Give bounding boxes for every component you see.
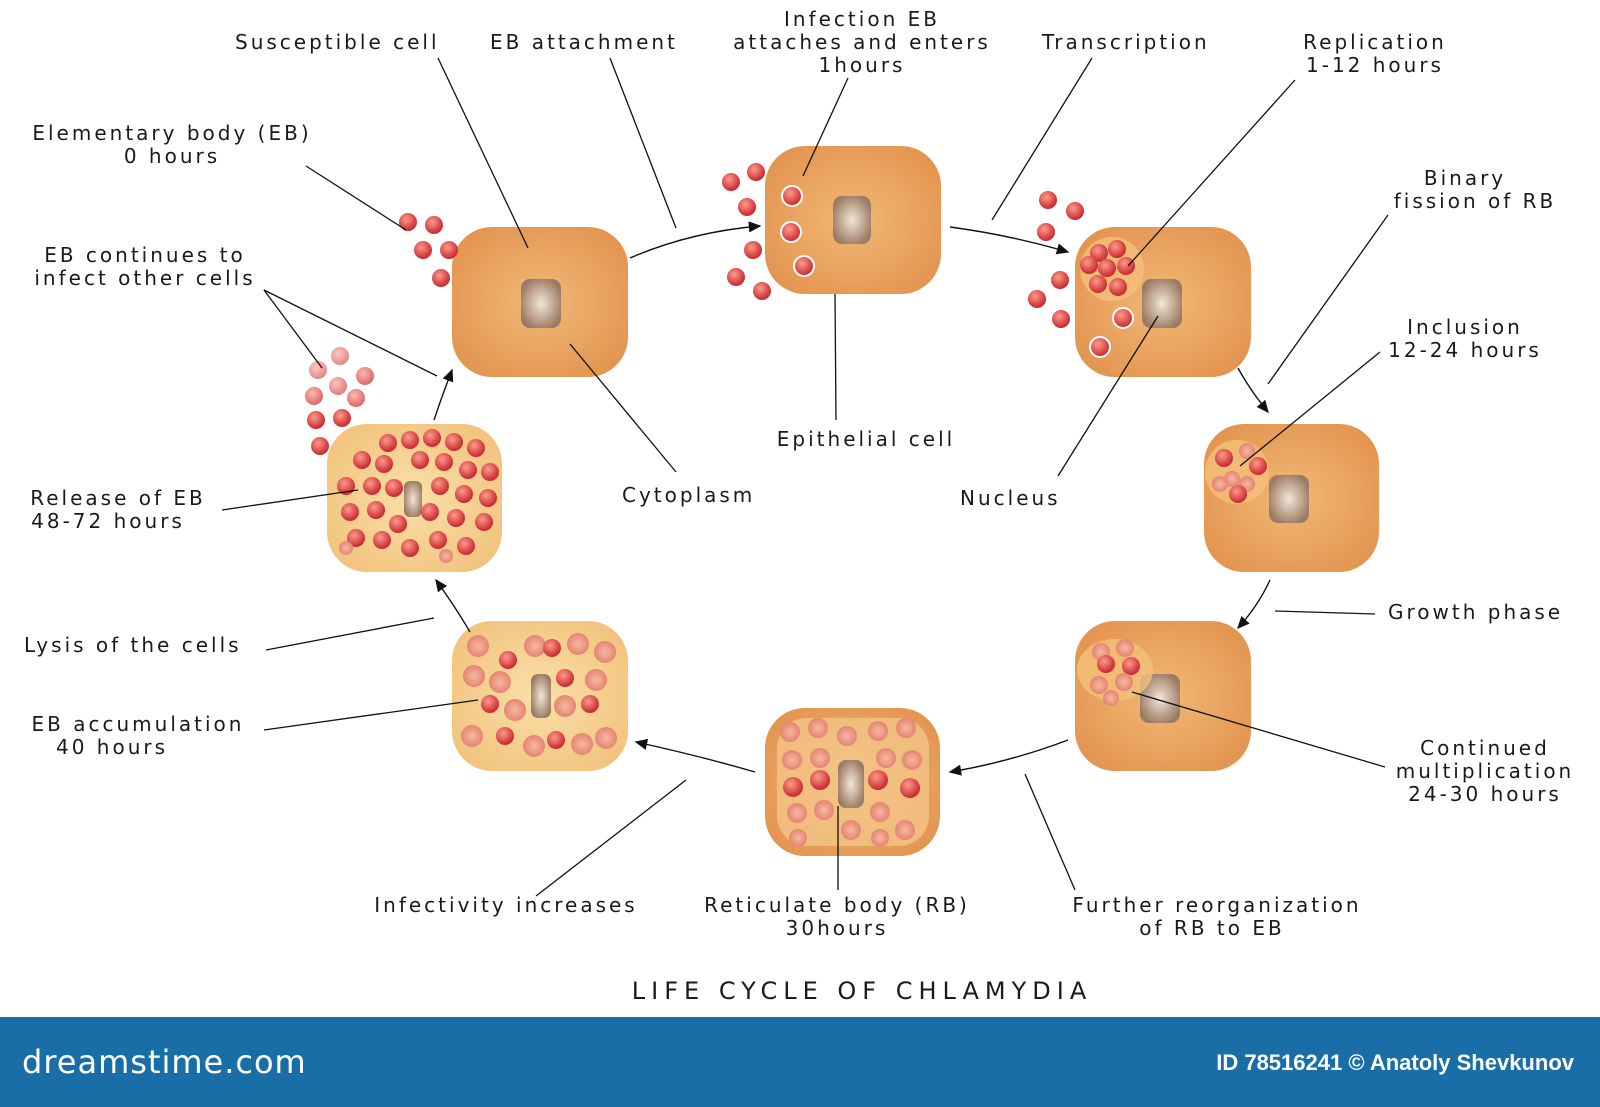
label-replication-1: Replication	[1303, 30, 1447, 54]
flow-arrows	[433, 221, 1271, 776]
label-inclusion-2: 12-24 hours	[1388, 338, 1542, 362]
chlamydia-life-cycle-diagram: Susceptible cell EB attachment Infection…	[24, 7, 1574, 1005]
footer-brand[interactable]: dreamstime.com	[22, 1043, 307, 1081]
label-infection-eb-2: attaches and enters	[733, 30, 991, 54]
leader-lines	[221, 57, 1389, 897]
label-eb-accumulation-1: EB accumulation	[32, 712, 245, 736]
label-lysis: Lysis of the cells	[24, 633, 242, 657]
label-reticulate-body-2: 30hours	[786, 916, 889, 940]
label-infection-eb-3: 1hours	[819, 53, 906, 77]
labels: Susceptible cell EB attachment Infection…	[24, 7, 1574, 1005]
label-eb-attachment: EB attachment	[490, 30, 678, 54]
label-elementary-body-2: 0 hours	[124, 144, 220, 168]
label-continued-multiplication-2: multiplication	[1396, 759, 1574, 783]
eb-particles-entry	[722, 163, 771, 300]
cell-eb-accumulation	[452, 621, 628, 771]
label-further-reorganization-2: of RB to EB	[1139, 916, 1284, 940]
label-transcription: Transcription	[1041, 30, 1210, 54]
eb-accumulation-cluster	[461, 633, 617, 757]
nucleus-shape	[521, 279, 561, 328]
cell-replication	[1075, 227, 1251, 377]
eb-particles-leaving	[305, 347, 374, 455]
label-inclusion-1: Inclusion	[1407, 315, 1523, 339]
label-infection-eb-1: Infection EB	[784, 7, 940, 31]
footer-bar: dreamstime.com ID 78516241 © Anatoly She…	[0, 1017, 1600, 1107]
label-eb-accumulation-2: 40 hours	[56, 735, 168, 759]
label-release-of-eb-2: 48-72 hours	[31, 509, 185, 533]
label-cytoplasm: Cytoplasm	[622, 483, 755, 507]
diagram-title: LIFE CYCLE OF CHLAMYDIA	[632, 977, 1092, 1005]
label-binary-fission-2: fission of RB	[1394, 189, 1557, 213]
cell-inclusion	[1204, 424, 1379, 572]
eb-particles-replication	[1028, 191, 1084, 328]
label-elementary-body-1: Elementary body (EB)	[32, 121, 311, 145]
label-epithelial-cell: Epithelial cell	[777, 427, 955, 451]
cell-continued-multiplication	[1075, 621, 1251, 771]
label-continued-multiplication-1: Continued	[1420, 736, 1550, 760]
rb-cluster	[780, 718, 922, 847]
label-growth-phase: Growth phase	[1388, 600, 1563, 624]
cell-release-of-eb	[327, 424, 502, 572]
cell-reticulate-body	[765, 708, 940, 856]
label-release-of-eb-1: Release of EB	[30, 486, 206, 510]
label-further-reorganization-1: Further reorganization	[1072, 893, 1361, 917]
label-susceptible-cell: Susceptible cell	[235, 30, 440, 54]
cell-eb-entry	[765, 146, 941, 294]
eb-particles-free	[399, 213, 458, 287]
label-infectivity-increases: Infectivity increases	[374, 893, 637, 917]
label-eb-continues-2: infect other cells	[34, 266, 255, 290]
label-eb-continues-1: EB continues to	[44, 243, 246, 267]
cell-susceptible	[452, 227, 628, 377]
label-replication-2: 1-12 hours	[1306, 53, 1444, 77]
label-continued-multiplication-3: 24-30 hours	[1408, 782, 1562, 806]
label-nucleus: Nucleus	[960, 486, 1061, 510]
footer-credit: ID 78516241 © Anatoly Shevkunov	[1216, 1050, 1574, 1075]
label-reticulate-body-1: Reticulate body (RB)	[704, 893, 970, 917]
label-binary-fission-1: Binary	[1424, 166, 1506, 190]
eb-release-cluster	[337, 429, 499, 563]
